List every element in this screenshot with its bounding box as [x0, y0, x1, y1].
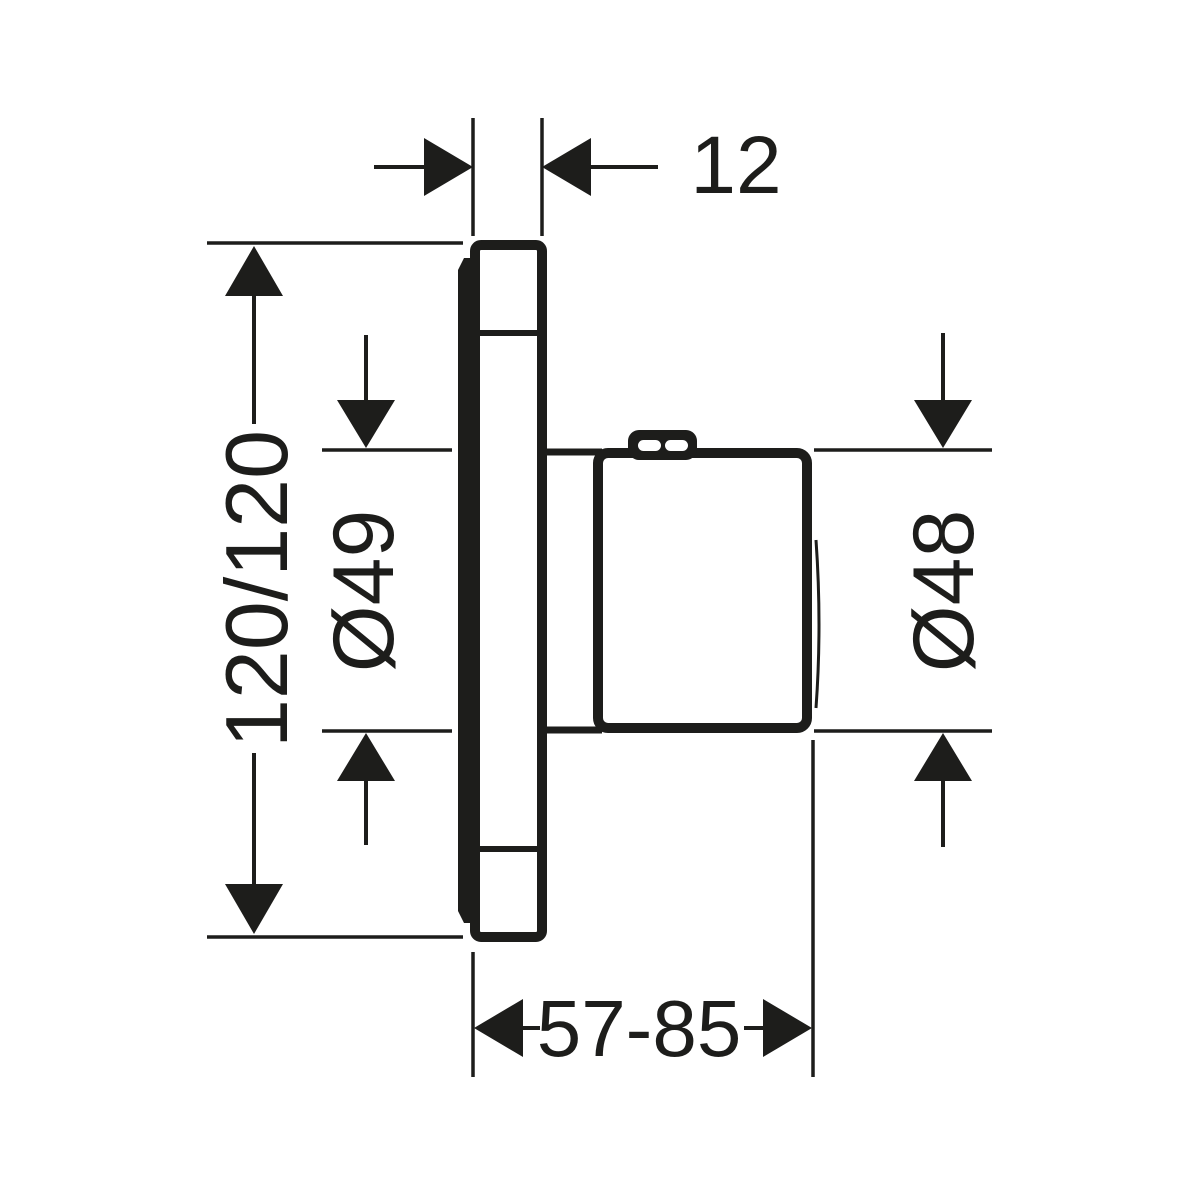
- safety-stop-button-slot-right: [665, 440, 688, 451]
- dimension-label-sleeve-diameter: Ø49: [316, 509, 412, 673]
- dimension-sleeve-diameter: [322, 335, 452, 845]
- dimension-installation-depth: [471, 740, 815, 1077]
- arrow-right-icon: [763, 999, 812, 1057]
- arrow-right-icon: [424, 138, 473, 196]
- arrow-up-icon: [914, 733, 972, 781]
- arrow-left-icon: [474, 999, 523, 1057]
- thermostat-handle-side-view: [546, 430, 821, 734]
- dimension-handle-diameter: [814, 333, 992, 847]
- wall-flange-shape: [458, 258, 472, 923]
- handle-front-curve-line: [814, 539, 821, 709]
- dimension-label-plate-thickness: 12: [690, 120, 782, 211]
- handle-body-outline: [593, 448, 812, 733]
- dimension-plate-size: [207, 241, 463, 939]
- dimension-label-plate-size: 120/120: [207, 429, 306, 749]
- dimension-plate-thickness: [374, 118, 658, 236]
- arrow-down-icon: [914, 400, 972, 448]
- escutcheon-plate-side-view: [458, 240, 547, 942]
- arrow-up-icon: [225, 246, 283, 296]
- arrow-down-icon: [337, 400, 395, 448]
- arrow-down-icon: [225, 884, 283, 934]
- safety-stop-button-slot-left: [638, 440, 661, 451]
- arrow-up-icon: [337, 733, 395, 781]
- safety-stop-button: [628, 430, 697, 460]
- arrow-left-icon: [542, 138, 591, 196]
- dimension-label-installation-depth: 57-85: [536, 984, 742, 1073]
- dimension-label-handle-diameter: Ø48: [896, 509, 992, 673]
- plate-outline: [470, 240, 547, 942]
